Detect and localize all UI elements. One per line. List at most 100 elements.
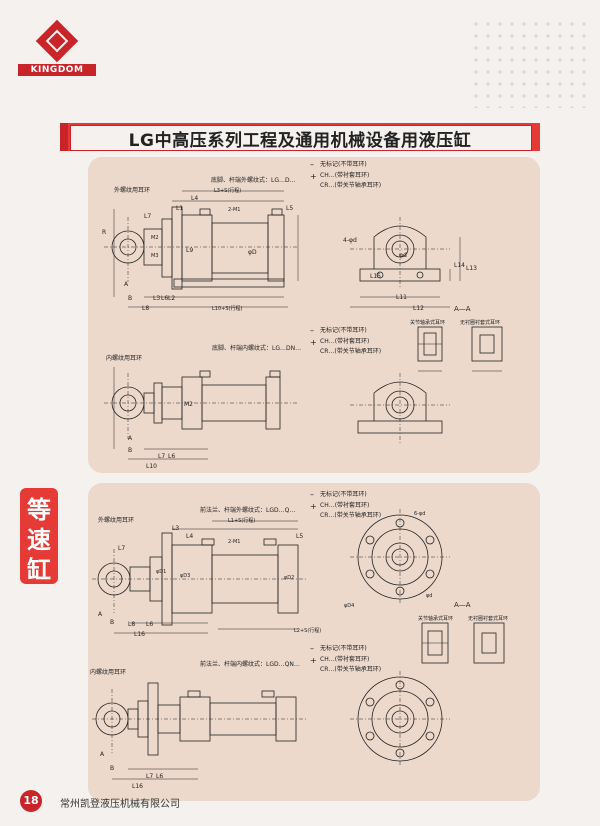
option2-cr: CR…(带关节轴承耳环) (320, 666, 382, 673)
dim-label: B (110, 619, 115, 626)
dim-label: φd (399, 252, 407, 259)
decorative-dot-pattern (470, 18, 590, 108)
option-none: 无标记(不带耳环) (320, 161, 367, 168)
dim-label: 6-φd (414, 511, 426, 517)
dim-label: L8 (128, 621, 136, 628)
ear-label-external: 外螺纹用耳环 (114, 187, 151, 194)
dim-label: L14 (454, 262, 465, 269)
dim-label: L7 (146, 773, 154, 780)
side-label-char: 速 (27, 526, 51, 554)
flange-side-view-1 (92, 520, 308, 634)
dim-label: M2 (151, 235, 159, 241)
option-dash: – (310, 490, 314, 499)
dim-label: L9 (186, 247, 194, 254)
dim-label: L5 (286, 205, 294, 212)
dim-label: A (128, 435, 133, 442)
caption-lgd-q: 前法兰、杆端外螺纹式：LGD…Q… (200, 507, 296, 514)
section-mark: A—A (454, 305, 471, 313)
option2-none: 无标记(不带耳环) (320, 327, 367, 334)
dim-label: φD1 (156, 569, 167, 575)
dim-label: L8 (142, 305, 150, 312)
option2-plus: + (310, 338, 317, 347)
dim-label: M3 (151, 253, 159, 259)
dim-label: φD4 (344, 603, 355, 609)
dim-label: φD3 (180, 573, 191, 579)
dim-label: L1 (176, 205, 184, 212)
footer-company-name: 常州凯登液压机械有限公司 (60, 799, 180, 810)
dim-label: L3 (172, 525, 180, 532)
side-label-char: 等 (27, 496, 51, 524)
section-mark: A—A (454, 601, 471, 609)
dim-label: B (128, 447, 133, 454)
cylinder-side-view-2 (104, 367, 298, 460)
dim-label: L6 (156, 773, 164, 780)
dim-label: B (128, 295, 133, 302)
side-label-char: 缸 (27, 556, 51, 584)
page-title: LG中高压系列工程及通用机械设备用液压缸 (128, 131, 472, 151)
dim-label: L4 (186, 533, 194, 540)
option2-ch: CH…(带衬套耳环) (320, 656, 370, 663)
kingdom-logo: KINGDOM (18, 19, 96, 78)
dim-label: L16 (134, 631, 145, 638)
option-dash: – (310, 160, 314, 169)
bearing-label-bushing: 无衬圈衬套式耳环 (460, 320, 501, 326)
dim-label: A (100, 751, 105, 758)
panel-front-flange: 前法兰、杆端外螺纹式：LGD…Q… 无标记(不带耳环) CH…(带衬套耳环) C… (88, 483, 540, 801)
dim-label: L7 (144, 213, 152, 220)
cylinder-end-view-1 (350, 217, 461, 308)
section-a-a-bearings-2 (421, 622, 505, 664)
dim-label: R (102, 229, 107, 236)
caption-lg-dn: 底脚、杆端内螺纹式：LG…DN… (212, 345, 302, 352)
option2-plus: + (310, 656, 317, 665)
option2-cr: CR…(带关节轴承耳环) (320, 348, 382, 355)
option-ch: CH…(带衬套耳环) (320, 172, 370, 179)
dim-label: B (110, 765, 115, 772)
dim-label: L10 (146, 463, 157, 470)
option-plus: + (310, 172, 317, 181)
cylinder-end-view-2 (350, 373, 450, 443)
option2-ch: CH…(带衬套耳环) (320, 338, 370, 345)
dim-label: L7 (118, 545, 126, 552)
dim-label: 4-φd (343, 237, 357, 244)
section-a-a-bearings-1 (417, 326, 503, 372)
panel-foot-mount: 底脚、杆端外螺纹式：LG…D… 无标记(不带耳环) CH…(带衬套耳环) CR…… (88, 157, 540, 473)
dim-label: L10+S(行程) (212, 306, 243, 312)
foot-mount-drawings (104, 190, 503, 460)
dim-label: A (124, 281, 129, 288)
ear-label-internal: 内螺纹用耳环 (90, 669, 127, 676)
flange-face-view-1 (350, 509, 450, 605)
option-cr: CR…(带关节轴承耳环) (320, 512, 382, 519)
ear-label-internal: 内螺纹用耳环 (106, 355, 143, 362)
dim-label: L15 (370, 273, 381, 280)
dim-label: L6 (146, 621, 154, 628)
dim-label: L13 (466, 265, 477, 272)
dim-label: L12 (413, 305, 424, 312)
option-ch: CH…(带衬套耳环) (320, 502, 370, 509)
option-none: 无标记(不带耳环) (320, 491, 367, 498)
dim-label: L2+S(行程) (294, 628, 322, 634)
flange-face-view-2 (350, 671, 450, 767)
page-number: 18 (20, 790, 42, 812)
dim-label: L6 (168, 453, 176, 460)
option2-dash: – (310, 644, 314, 653)
bearing-label-joint: 关节轴承式耳环 (410, 320, 446, 326)
caption-lg-d: 底脚、杆端外螺纹式：LG…D… (211, 177, 296, 184)
dim-label: L3 (153, 295, 161, 302)
dim-label: L16 (132, 783, 143, 790)
cylinder-side-view-1 (104, 190, 299, 308)
dim-label: φD2 (284, 575, 295, 581)
front-flange-drawings (92, 509, 505, 780)
title-frame (70, 125, 532, 151)
dim-label: φD (248, 249, 257, 256)
caption-lgd-qn: 前法兰、杆端内螺纹式：LGD…QN… (200, 661, 300, 668)
ear-label-external: 外螺纹用耳环 (98, 517, 135, 524)
dim-label: L6 (161, 295, 169, 302)
dim-label: M2 (184, 401, 193, 408)
side-label-constant-speed: 等 速 缸 (20, 488, 58, 584)
dim-label: L11 (396, 294, 407, 301)
option2-none: 无标记(不带耳环) (320, 645, 367, 652)
logo-wordmark: KINGDOM (18, 64, 96, 76)
title-bar: LG中高压系列工程及通用机械设备用液压缸 (60, 123, 540, 151)
option-cr: CR…(带关节轴承耳环) (320, 182, 382, 189)
dim-label: L2 (168, 295, 176, 302)
